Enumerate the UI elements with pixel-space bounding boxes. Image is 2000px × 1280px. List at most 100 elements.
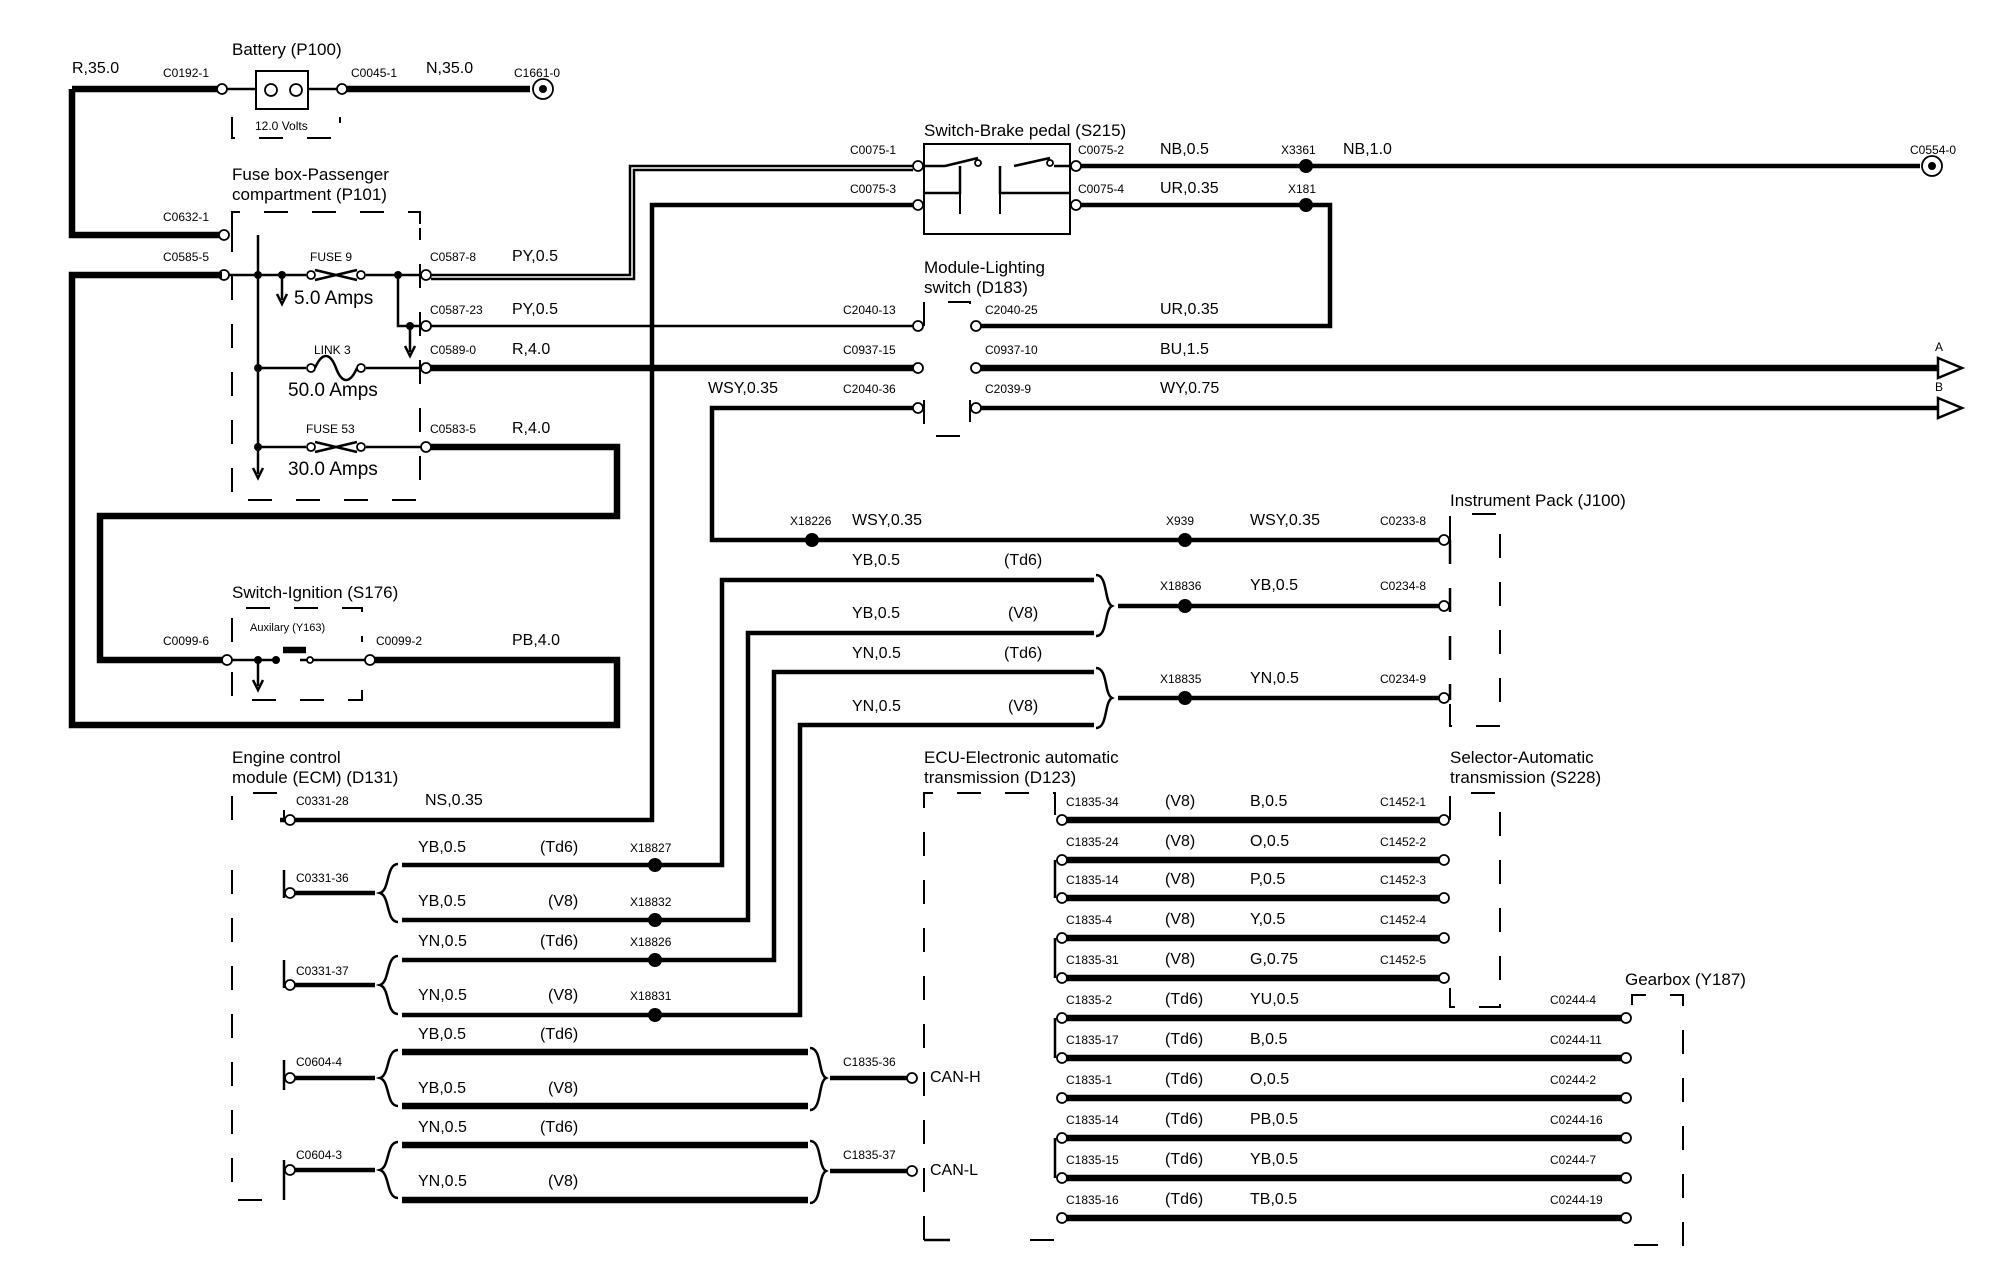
ignition-housing-bottom — [231, 672, 363, 701]
brace-yb-icon — [1095, 573, 1115, 638]
ignition-switch-pin — [306, 656, 314, 664]
selector-row-wire: B,0.5 — [1250, 793, 1287, 810]
pin-c0075-3 — [912, 199, 924, 211]
ground-c1661-0-center — [539, 85, 547, 93]
gearbox-row-to: C0244-19 — [1550, 1193, 1603, 1207]
conn-x18835: X18835 — [1160, 672, 1202, 686]
gearbox-row-pin-gearbox — [1620, 1212, 1632, 1224]
conn-x18827: X18827 — [630, 841, 672, 855]
conn-c2040-36: C2040-36 — [843, 382, 896, 396]
fusebox-top-edge — [231, 211, 421, 228]
splice-ignition-2 — [272, 656, 280, 664]
wire-label-wsy035-b: WSY,0.35 — [852, 512, 922, 529]
conn-x18836: X18836 — [1160, 579, 1202, 593]
splice-x18836 — [1178, 599, 1192, 613]
battery-terminal-pos — [264, 83, 278, 97]
pin-c2040-25 — [970, 320, 982, 332]
wire-label-n35: N,35.0 — [426, 60, 473, 77]
gearbox-row-from: C1835-1 — [1066, 1073, 1112, 1087]
ecm-stub-wires — [295, 890, 375, 1173]
fuse9-symbol — [314, 268, 358, 282]
fuse53-symbol — [314, 440, 358, 454]
splice-x181 — [1299, 198, 1313, 212]
wire-pb40-loop — [68, 271, 621, 729]
selector-row-variant: (V8) — [1165, 871, 1195, 888]
pin-c0099-2 — [364, 654, 376, 666]
gearbox-row-pin-ecu — [1056, 1212, 1068, 1224]
gearbox-row-wire: YU,0.5 — [1250, 991, 1299, 1008]
wire-label-v8-b: (V8) — [1008, 698, 1038, 715]
splice-fuse9-out — [394, 271, 402, 279]
conn-x3361: X3361 — [1281, 143, 1316, 157]
conn-c1661-0: C1661-0 — [514, 66, 560, 80]
pin-c2039-9 — [970, 402, 982, 414]
selector-row-variant: (V8) — [1165, 911, 1195, 928]
wire-r35-to-fusebox — [68, 89, 222, 239]
conn-c0192-1: C0192-1 — [163, 66, 209, 80]
splice-fuse9-branch — [406, 322, 414, 330]
pin-c2040-13 — [912, 320, 924, 332]
wire-label-v8-c: (V8) — [548, 893, 578, 910]
wire-label-py05-a: PY,0.5 — [512, 248, 558, 265]
auxiliary-label: Auxilary (Y163) — [250, 622, 325, 634]
brace-yn-icon — [1095, 666, 1115, 730]
wire-label-yn05-g: YN,0.5 — [418, 1173, 467, 1190]
wire-label-yb05-a: YB,0.5 — [852, 552, 900, 569]
arrow-b-icon — [1936, 396, 1966, 420]
conn-c0604-4: C0604-4 — [296, 1055, 342, 1069]
wire-label-bu15: BU,1.5 — [1160, 341, 1209, 358]
wire-label-wsy035-a: WSY,0.35 — [708, 380, 778, 397]
selector-row-pin-ecu — [1056, 932, 1068, 944]
splice-x18835 — [1178, 691, 1192, 705]
can-h-label: CAN-H — [930, 1069, 981, 1086]
pin-c0192-1 — [216, 83, 228, 95]
link3-symbol — [313, 354, 359, 382]
conn-c0589-0: C0589-0 — [430, 343, 476, 357]
wire-label-td6-b: (Td6) — [1004, 645, 1042, 662]
lighting-housing-bottom — [923, 400, 971, 437]
gearbox-row-pin-ecu — [1056, 1172, 1068, 1184]
conn-c0587-8: C0587-8 — [430, 250, 476, 264]
selector-row-from: C1835-14 — [1066, 873, 1119, 887]
gearbox-row-to: C0244-11 — [1550, 1033, 1602, 1047]
ecm-title-1: Engine control — [232, 748, 341, 767]
wire-yn-td6 — [655, 669, 1094, 963]
wire-wsy035 — [709, 405, 1444, 543]
fuse53-pin-a — [306, 442, 316, 452]
gearbox-title: Gearbox (Y187) — [1625, 970, 1746, 989]
wire-label-td6-f: (Td6) — [540, 1119, 578, 1136]
link3-rating: 50.0 Amps — [288, 380, 378, 401]
gearbox-row-from: C1835-16 — [1066, 1193, 1119, 1207]
wire-label-nb05: NB,0.5 — [1160, 141, 1209, 158]
battery-title: Battery (P100) — [232, 40, 342, 59]
lighting-title-1: Module-Lighting — [924, 258, 1045, 277]
wire-label-yb05-c: YB,0.5 — [1250, 577, 1298, 594]
conn-c0331-28: C0331-28 — [296, 794, 349, 808]
conn-c0045-1: C0045-1 — [351, 66, 397, 80]
gearbox-row-to: C0244-7 — [1550, 1153, 1596, 1167]
selector-row-pin-selector — [1438, 972, 1450, 984]
battery-terminal-neg — [289, 83, 303, 97]
gearbox-row-pin-ecu — [1056, 1092, 1068, 1104]
fusebox-body — [231, 228, 421, 501]
wire-label-py05-b: PY,0.5 — [512, 301, 558, 318]
gearbox-row-pin-ecu — [1056, 1012, 1068, 1024]
wire-ur035 — [980, 202, 1333, 329]
splice-x18226 — [805, 533, 819, 547]
wire-label-r40-b: R,4.0 — [512, 420, 550, 437]
pin-c0937-15 — [912, 362, 924, 374]
gearbox-row-variant: (Td6) — [1165, 1071, 1203, 1088]
lighting-title-2: switch (D183) — [924, 278, 1028, 297]
selector-row-pin-ecu — [1056, 814, 1068, 826]
gearbox-row-wire: B,0.5 — [1250, 1031, 1287, 1048]
selector-row-wire: G,0.75 — [1250, 951, 1298, 968]
wire-label-td6-e: (Td6) — [540, 1026, 578, 1043]
selector-row-from: C1835-34 — [1066, 795, 1119, 809]
pin-c0075-1 — [912, 160, 924, 172]
conn-c0587-23: C0587-23 — [430, 303, 483, 317]
pin-c0234-9 — [1438, 692, 1450, 704]
pin-c0233-8 — [1438, 534, 1450, 546]
selector-row-to: C1452-5 — [1380, 953, 1426, 967]
pin-c0587-8 — [420, 269, 432, 281]
pin-c0331-36 — [284, 887, 296, 899]
